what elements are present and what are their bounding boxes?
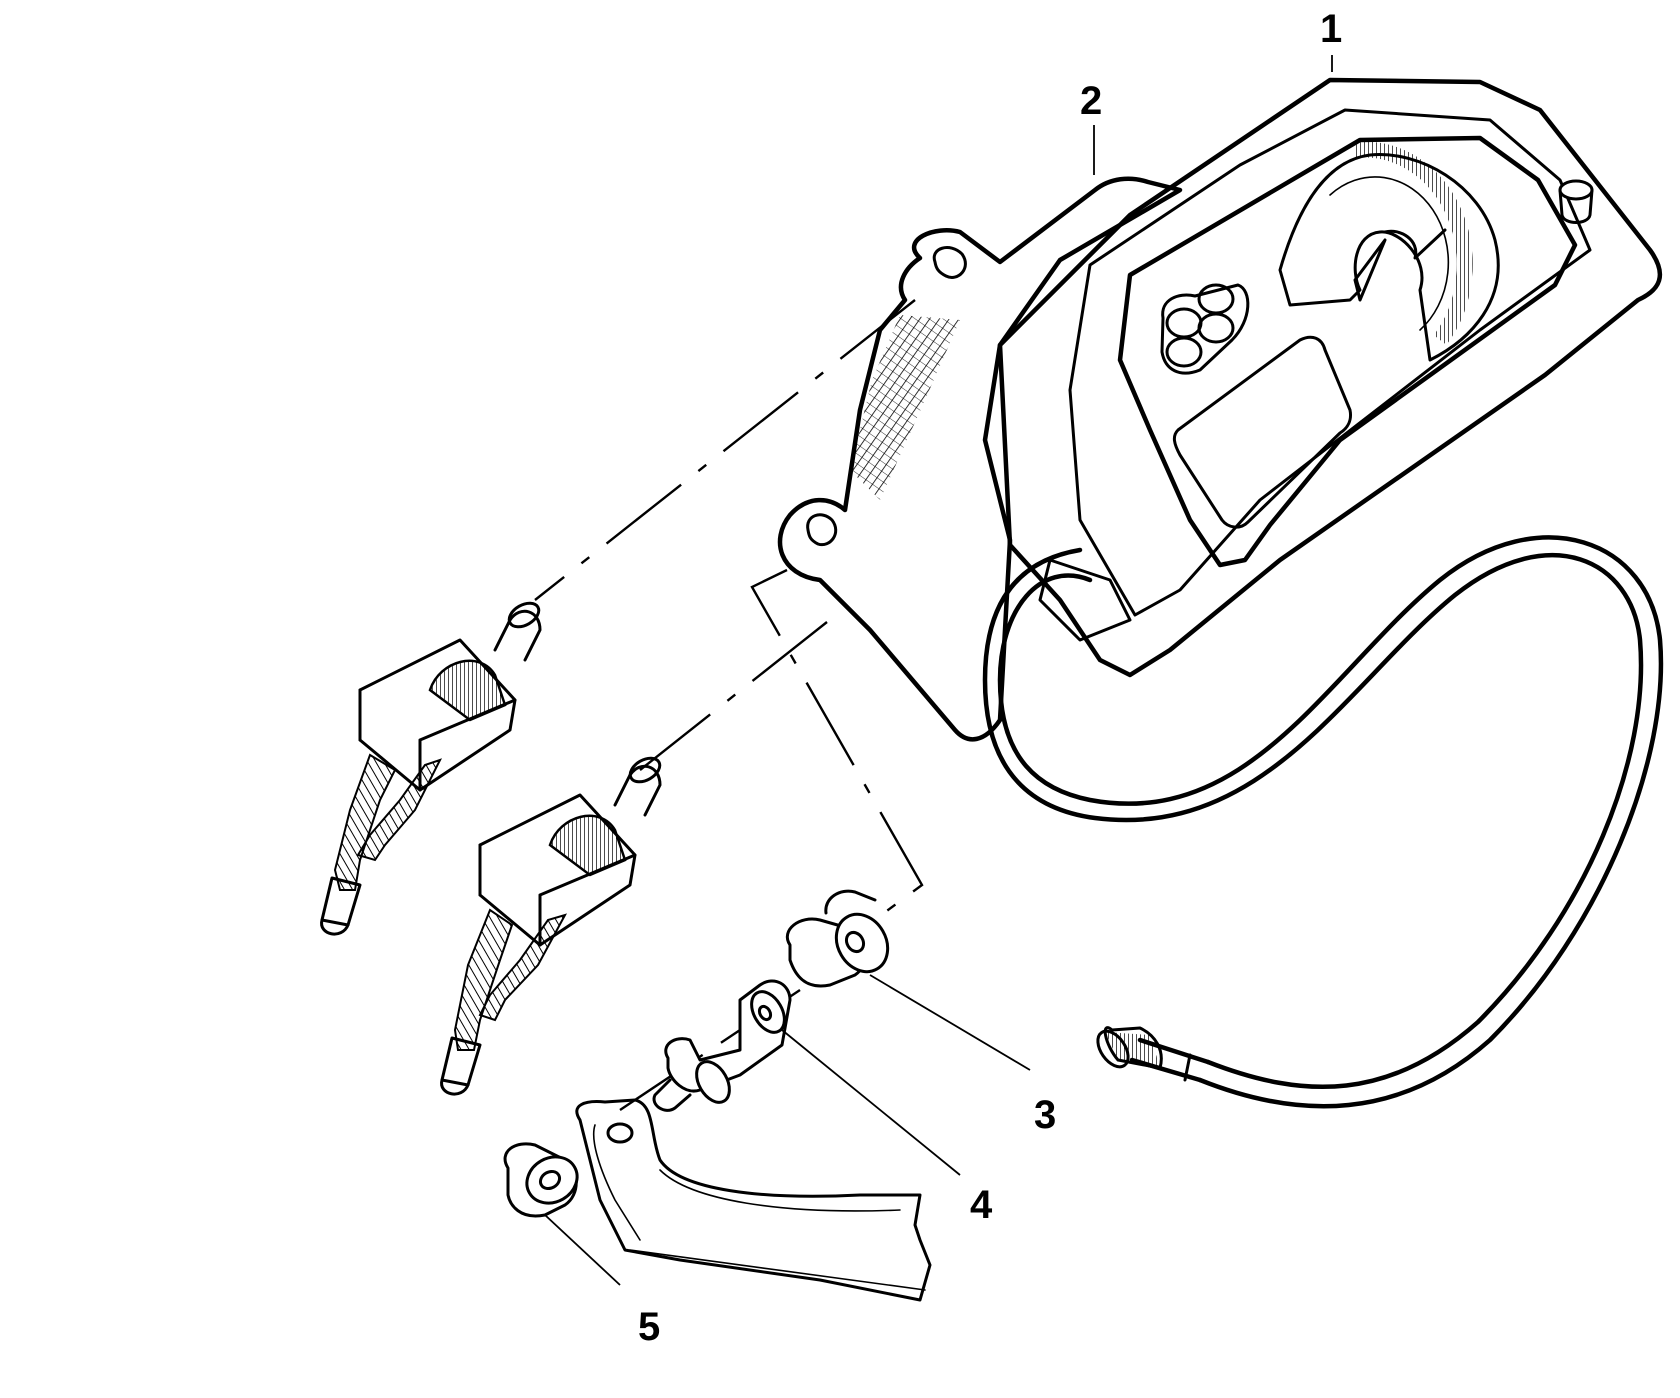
bulb-holder-lower [440, 756, 662, 1096]
instrument-mounting-plate [777, 176, 1183, 742]
rubber-grommet [786, 889, 890, 988]
instrument-cluster [997, 77, 1663, 678]
callout-1: 1 [1320, 7, 1342, 51]
tachometer-dial [1278, 141, 1500, 362]
warning-lamps [1160, 283, 1250, 375]
cable-end-nut [1096, 1026, 1163, 1070]
leader-lines [544, 55, 1333, 1286]
speedometer-cable [982, 535, 1664, 1109]
callout-3: 3 [1034, 1093, 1056, 1137]
mounting-bracket-fragment [575, 1098, 932, 1302]
lcd-display [1172, 335, 1352, 529]
callouts: 1 2 3 4 5 [638, 7, 1342, 1349]
spacer-bushing [652, 979, 792, 1112]
callout-2: 2 [1080, 79, 1102, 123]
callout-5: 5 [638, 1305, 660, 1349]
trip-reset-knob [1558, 179, 1594, 224]
callout-4: 4 [970, 1183, 993, 1227]
nut [503, 1142, 579, 1218]
bulb-holder-upper [320, 601, 542, 936]
